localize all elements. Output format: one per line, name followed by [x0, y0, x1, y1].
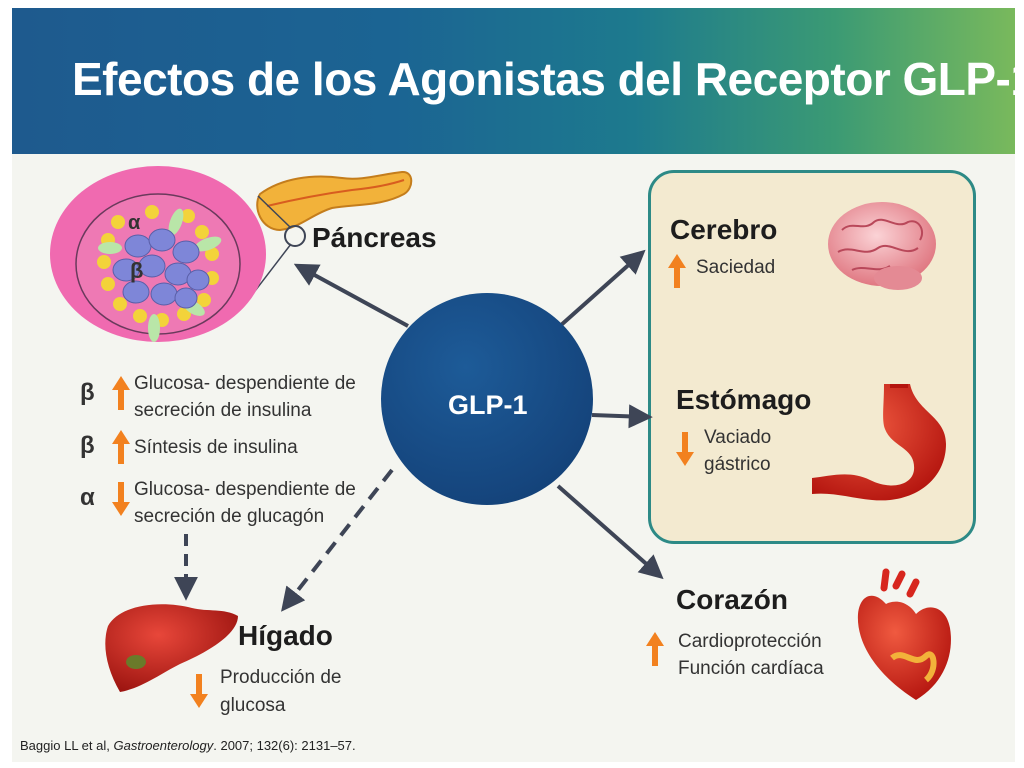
orange-down-arrow-alpha — [112, 482, 130, 516]
stomach-label: Estómago — [676, 384, 812, 415]
stomach-text-1: Vaciado — [704, 427, 772, 448]
brain-text-1: Saciedad — [696, 257, 776, 278]
page-title: Efectos de los Agonistas del Receptor GL… — [72, 53, 1015, 105]
effect-text-3a: Glucosa- despendiente de — [134, 479, 356, 500]
arrow-to-stomach — [591, 404, 653, 429]
arrow-to-heart — [556, 484, 664, 580]
heart-icon — [857, 568, 951, 700]
stomach-icon — [812, 384, 946, 501]
orange-up-arrow-brain — [668, 254, 686, 288]
effect-text-1a: Glucosa- despendiente de — [134, 373, 356, 394]
arrow-to-brain — [558, 249, 646, 328]
glp1-label: GLP-1 — [448, 390, 528, 420]
brain-icon — [828, 202, 936, 290]
citation-journal: Gastroenterology — [113, 738, 214, 753]
liver-label: Hígado — [238, 620, 333, 651]
pancreas-label: Páncreas — [312, 222, 437, 253]
liver-text-1: Producción de — [220, 667, 342, 688]
heart-text-1: Cardioprotección — [678, 631, 822, 652]
orange-up-arrow-heart — [646, 632, 664, 666]
liver-text-2: glucosa — [220, 695, 286, 716]
orange-down-arrow-stomach — [676, 432, 694, 466]
liver-icon — [105, 604, 238, 692]
pancreatic-islet-icon — [50, 166, 266, 342]
slide: Efectos de los Agonistas del Receptor GL… — [12, 8, 1015, 762]
effect-cell-beta-2: β — [80, 432, 95, 459]
heart-text-2: Función cardíaca — [678, 658, 824, 679]
brain-label: Cerebro — [670, 214, 778, 245]
diagram-canvas — [50, 166, 951, 708]
effect-text-3b: secreción de glucagón — [134, 506, 325, 527]
glp1-center-circle — [381, 293, 593, 505]
stomach-text-2: gástrico — [704, 454, 771, 475]
header-banner — [12, 8, 1015, 154]
islet-alpha-label: α — [128, 212, 141, 234]
orange-up-arrow-beta2 — [112, 430, 130, 464]
heart-label: Corazón — [676, 584, 788, 615]
citation-authors: Baggio LL et al, — [20, 738, 110, 753]
citation: Baggio LL et al, Gastroenterology. 2007;… — [20, 738, 356, 753]
citation-details: . 2007; 132(6): 2131–57. — [213, 738, 356, 753]
effect-cell-beta-1: β — [80, 379, 95, 406]
arrow-to-liver — [281, 468, 394, 612]
arrow-to-pancreas — [293, 263, 409, 328]
orange-up-arrow-beta1 — [112, 376, 130, 410]
orange-down-arrow-liver — [190, 674, 208, 708]
effect-text-1b: secreción de insulina — [134, 400, 312, 421]
effect-cell-alpha: α — [80, 484, 95, 511]
islet-beta-label: β — [130, 258, 144, 283]
window-edge — [1015, 0, 1024, 768]
effect-text-2a: Síntesis de insulina — [134, 437, 298, 458]
